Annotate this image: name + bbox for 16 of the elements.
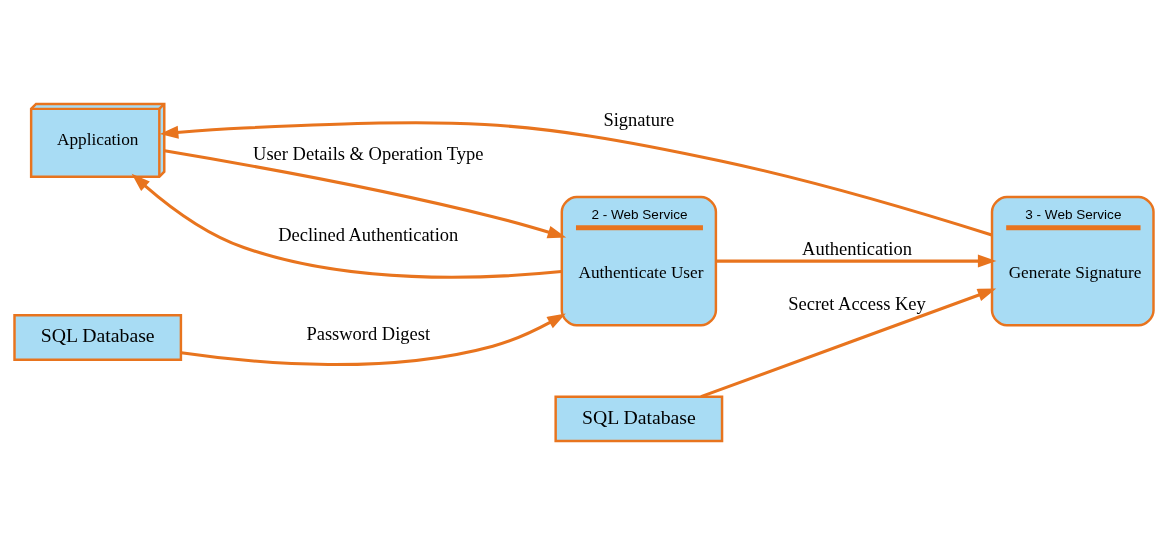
edge-label: Signature [603, 109, 675, 130]
edge-label: Password Digest [306, 323, 431, 344]
arrow [164, 149, 567, 239]
arrow [181, 313, 566, 367]
node-box: SQL Database [554, 395, 724, 443]
edge-label: User Details & Operation Type [253, 144, 484, 165]
node-box: 2 - Web Service Authenticate User [560, 195, 718, 327]
edge-label: Declined Authentication [278, 225, 459, 246]
arrow [131, 173, 562, 279]
arrow [716, 254, 997, 268]
arrow [159, 121, 993, 237]
node-box: SQL Database [13, 314, 183, 361]
edge-label: Authentication [802, 238, 912, 259]
node-box: 3 - Web Service Generate Signature [990, 195, 1155, 327]
arrow [700, 288, 997, 399]
edge-label: Secret Access Key [788, 294, 926, 315]
